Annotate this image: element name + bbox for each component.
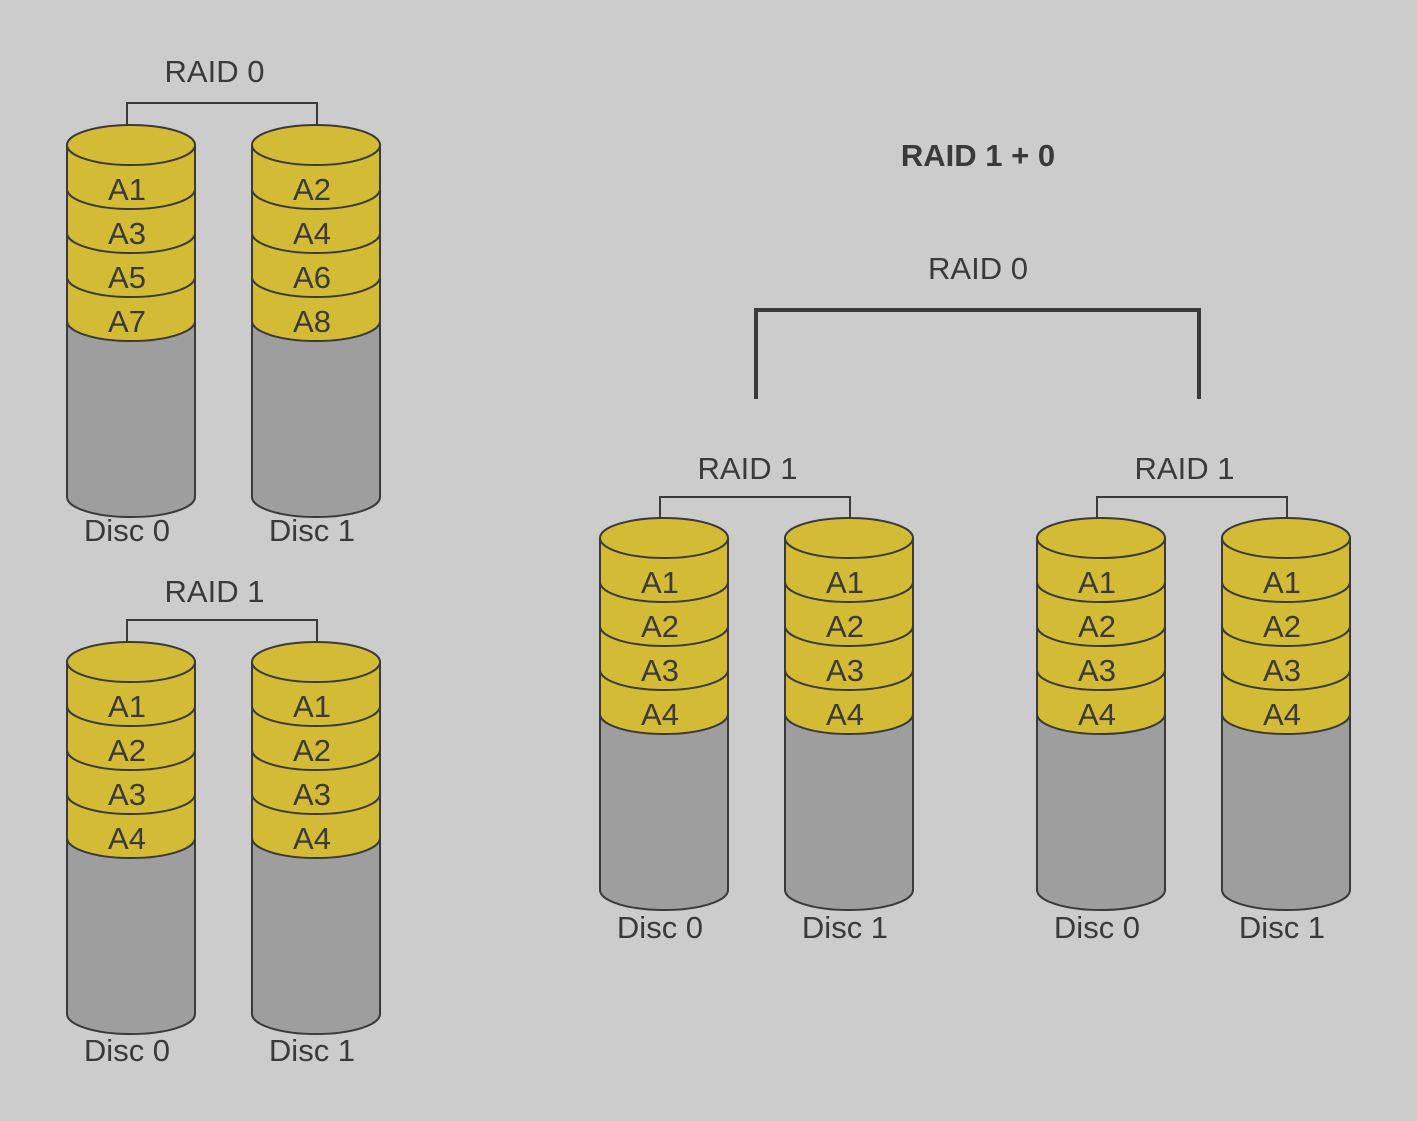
block-label: A4: [641, 697, 679, 732]
block-label: A2: [641, 609, 679, 644]
disc-empty-space: [1036, 713, 1166, 911]
disc-empty-space: [251, 320, 381, 518]
disc-empty-space: [599, 713, 729, 911]
block-label: A3: [1263, 653, 1301, 688]
disc-top: [66, 124, 196, 166]
block-label: A2: [826, 609, 864, 644]
block-label: A1: [641, 565, 679, 600]
block-label: A1: [293, 689, 331, 724]
block-label: A4: [293, 216, 331, 251]
disc-empty-space: [251, 837, 381, 1035]
raid10-top-label: RAID 0: [928, 251, 1028, 286]
disc-top: [1221, 517, 1351, 559]
raid10-title: RAID 1 + 0: [901, 138, 1055, 173]
disc-empty-space: [1221, 713, 1351, 911]
block-label: A7: [108, 304, 146, 339]
raid1-label: RAID 1: [165, 574, 265, 609]
disc-label: Disc 1: [802, 910, 888, 945]
disc-top: [1036, 517, 1166, 559]
block-label: A2: [108, 733, 146, 768]
block-label: A4: [108, 821, 146, 856]
disc-empty-space: [66, 320, 196, 518]
block-label: A4: [293, 821, 331, 856]
raid0-bracket: [126, 102, 318, 145]
raid1-bracket: [126, 619, 318, 662]
disc-top: [599, 517, 729, 559]
block-label: A1: [826, 565, 864, 600]
block-label: A3: [641, 653, 679, 688]
raid10-diagram: RAID 1 + 0 RAID 0: [754, 138, 1201, 399]
disc-label: Disc 0: [84, 1033, 170, 1068]
block-label: A4: [826, 697, 864, 732]
block-label: A4: [1263, 697, 1301, 732]
block-label: A2: [293, 172, 331, 207]
block-label: A2: [1078, 609, 1116, 644]
disc-label: Disc 1: [1239, 910, 1325, 945]
disc-label: Disc 0: [1054, 910, 1140, 945]
block-label: A3: [293, 777, 331, 812]
disc-empty-space: [784, 713, 914, 911]
disc-label: Disc 1: [269, 513, 355, 548]
block-label: A3: [826, 653, 864, 688]
raid0-label: RAID 0: [165, 54, 265, 89]
disc-top: [251, 124, 381, 166]
raid10-right-label: RAID 1: [1135, 451, 1235, 486]
raid10-left-label: RAID 1: [698, 451, 798, 486]
disc-top: [66, 641, 196, 683]
block-label: A1: [1263, 565, 1301, 600]
block-label: A3: [108, 777, 146, 812]
block-label: A6: [293, 260, 331, 295]
disc-top: [784, 517, 914, 559]
disc-label: Disc 0: [617, 910, 703, 945]
disc-label: Disc 0: [84, 513, 170, 548]
raid10-top-bracket: [754, 308, 1201, 399]
disc-top: [251, 641, 381, 683]
block-label: A3: [1078, 653, 1116, 688]
block-label: A3: [108, 216, 146, 251]
block-label: A4: [1078, 697, 1116, 732]
block-label: A1: [1078, 565, 1116, 600]
block-label: A8: [293, 304, 331, 339]
disc-label: Disc 1: [269, 1033, 355, 1068]
disc-empty-space: [66, 837, 196, 1035]
block-label: A1: [108, 689, 146, 724]
block-label: A1: [108, 172, 146, 207]
block-label: A2: [1263, 609, 1301, 644]
block-label: A2: [293, 733, 331, 768]
block-label: A5: [108, 260, 146, 295]
